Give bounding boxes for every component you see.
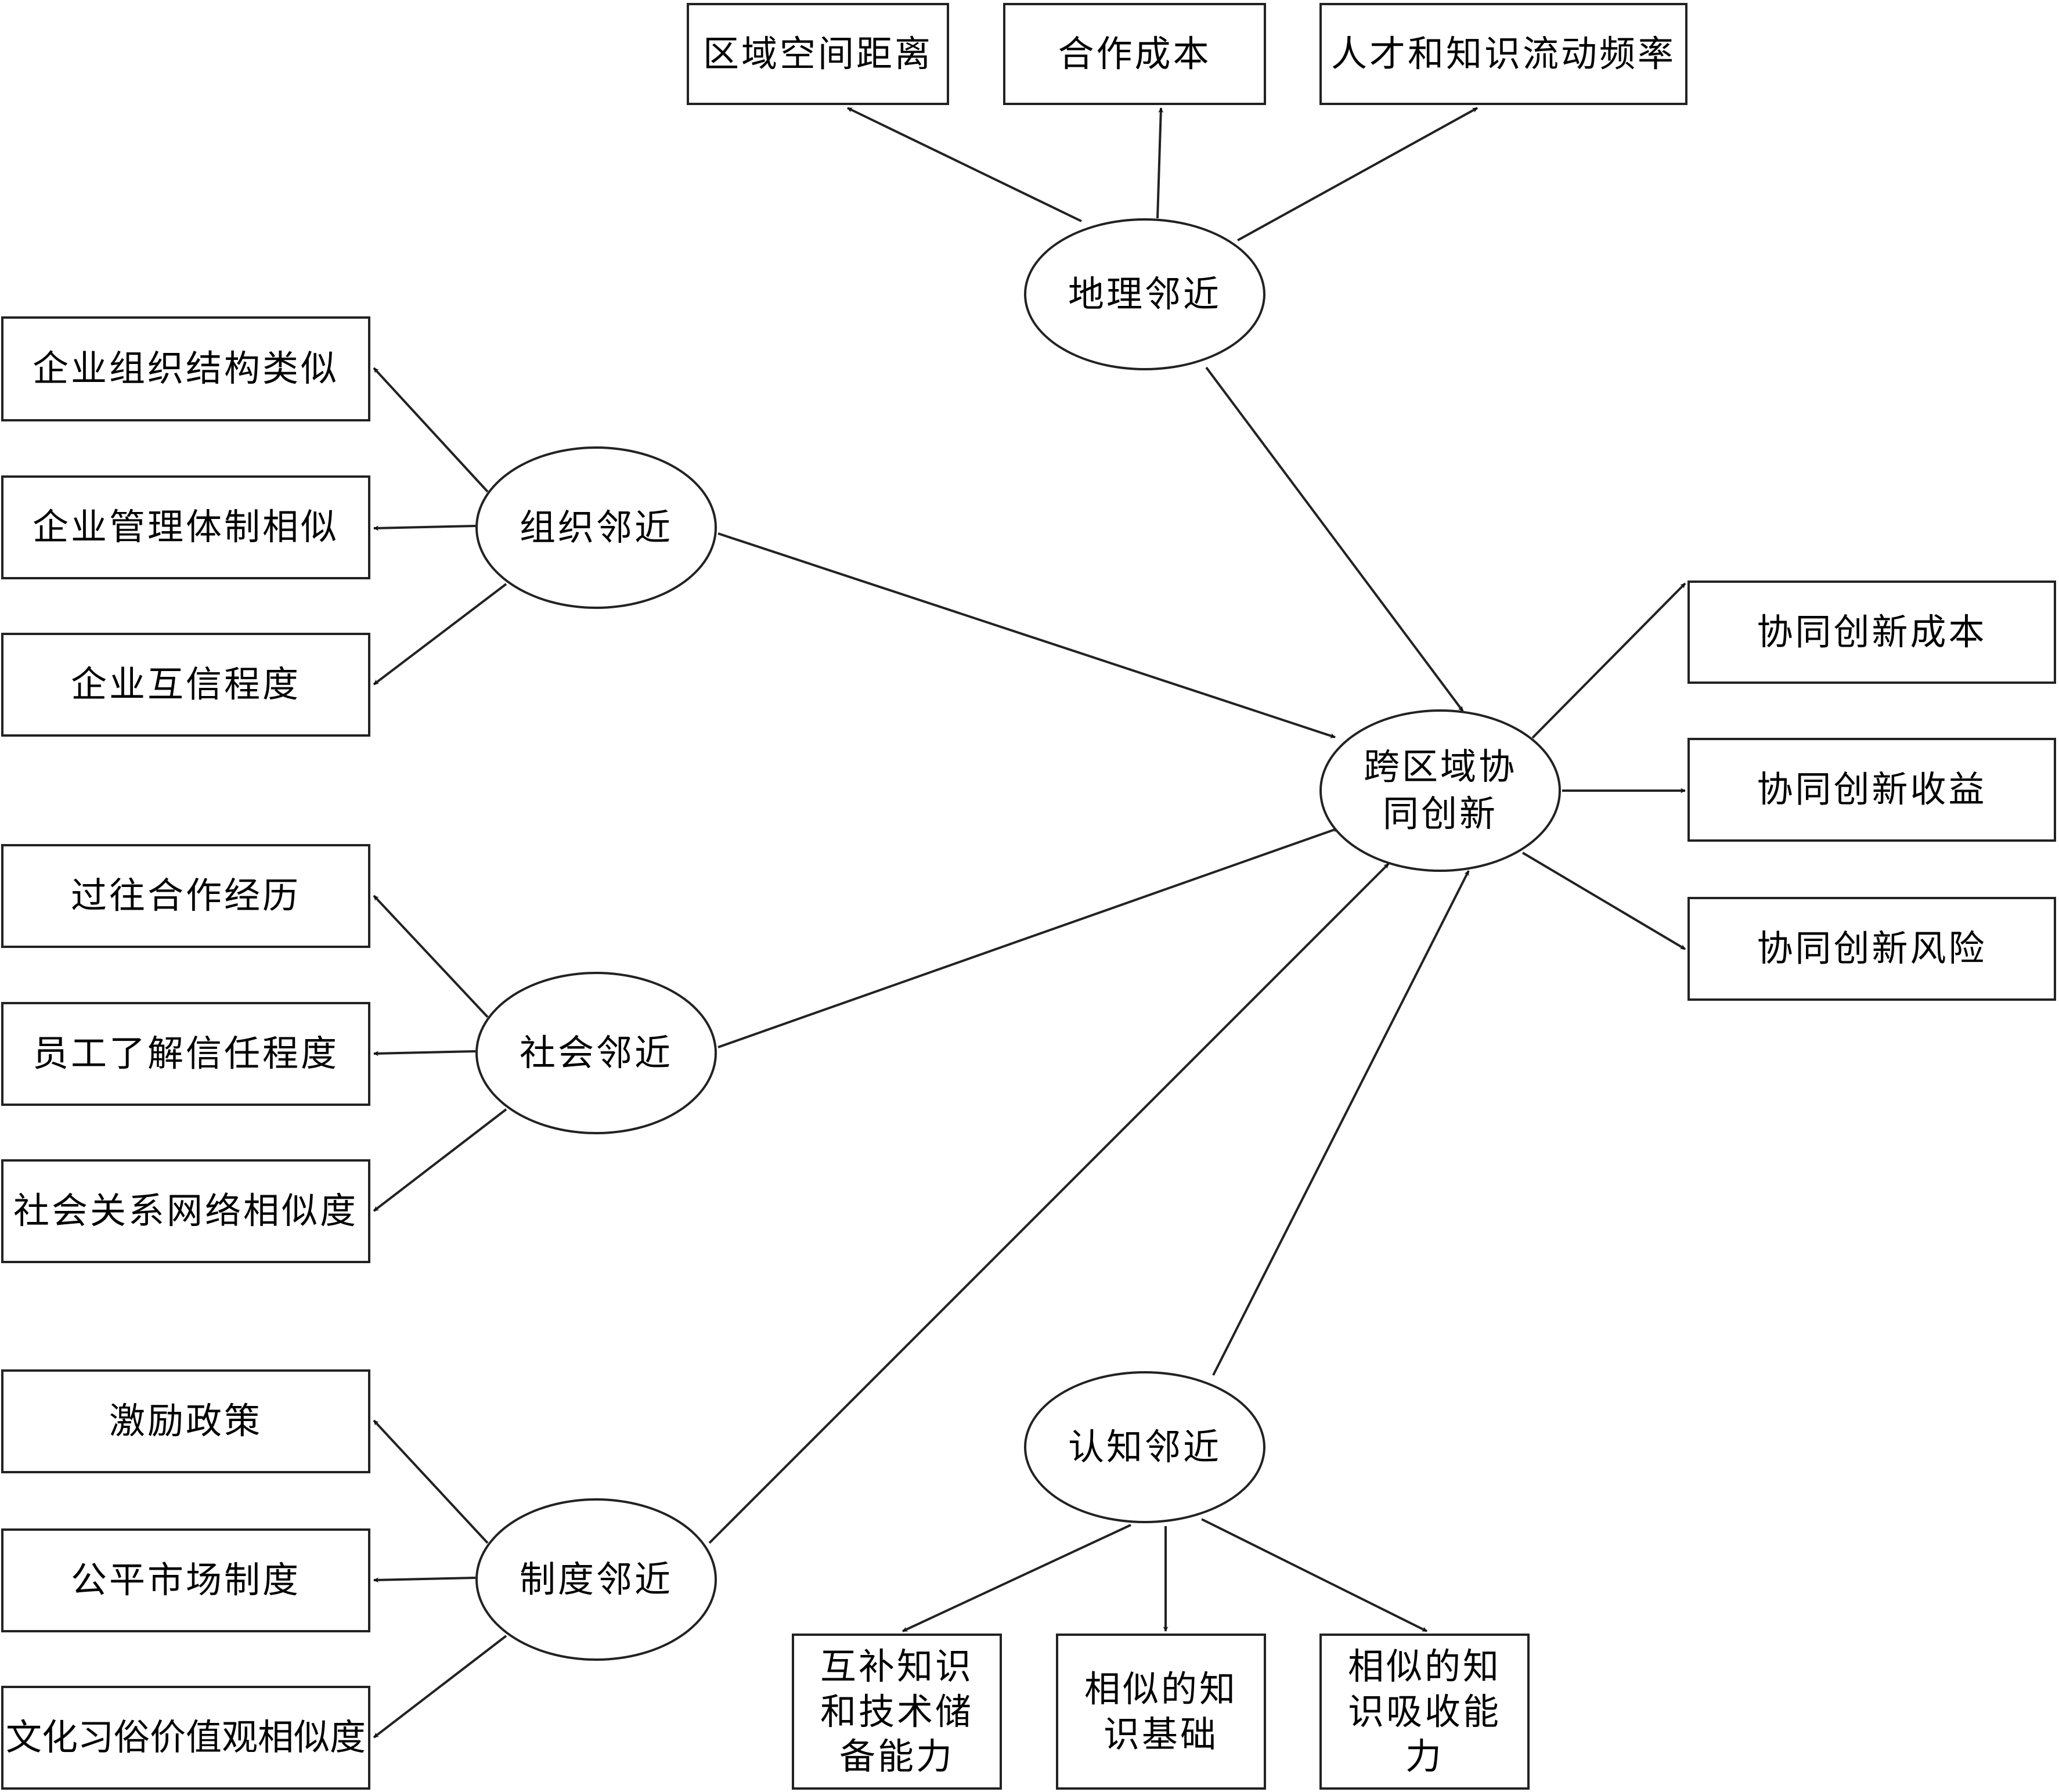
- arrow-center-to-cost: [1531, 582, 1686, 739]
- indicator-box-complementary-knowledge: 互补知识和技术储备能力: [792, 1634, 1002, 1790]
- indicator-box-management-system: 企业管理体制相似: [1, 475, 370, 579]
- indicator-label: 合作成本: [1058, 32, 1211, 75]
- node-institutional-proximity: 制度邻近: [475, 1498, 717, 1661]
- indicator-box-incentive-policy: 激励政策: [1, 1369, 370, 1473]
- arrow-geo-to-distance: [847, 107, 1082, 222]
- outcome-box-benefit: 协同创新收益: [1687, 738, 2056, 842]
- arrow-social-to-employee: [373, 1050, 476, 1057]
- arrow-geo-to-cost: [1156, 107, 1164, 219]
- indicator-label: 公平市场制度: [70, 1559, 301, 1602]
- indicator-box-absorptive-capacity: 相似的知识吸收能力: [1319, 1634, 1530, 1790]
- arrow-org-to-management: [373, 525, 476, 531]
- arrow-org-to-trust: [373, 583, 507, 686]
- node-cognitive-proximity: 认知邻近: [1024, 1371, 1265, 1523]
- arrow-center-to-risk: [1521, 852, 1686, 950]
- arrow-social-to-network: [373, 1108, 507, 1212]
- node-label: 认知邻近: [1068, 1425, 1221, 1468]
- indicator-box-employee-trust: 员工了解信任程度: [1, 1002, 370, 1106]
- arrow-social-to-past: [373, 895, 489, 1018]
- arrow-cog-to-center: [1212, 870, 1470, 1376]
- indicator-label: 相似的知识基础: [1084, 1668, 1238, 1755]
- arrow-org-to-structure: [373, 367, 489, 493]
- arrow-geo-to-talent: [1237, 107, 1478, 241]
- indicator-box-past-cooperation: 过往合作经历: [1, 844, 370, 948]
- indicator-label: 人才和知识流动频率: [1330, 32, 1676, 75]
- outcome-box-risk: 协同创新风险: [1687, 897, 2056, 1001]
- indicator-label: 激励政策: [109, 1400, 262, 1443]
- outcome-box-cost: 协同创新成本: [1687, 580, 2056, 684]
- arrow-cog-to-complementary: [902, 1524, 1131, 1632]
- indicator-label: 相似的知识吸收能力: [1347, 1645, 1501, 1778]
- arrow-social-to-center: [717, 827, 1339, 1048]
- indicator-label: 企业管理体制相似: [32, 506, 339, 549]
- indicator-label: 区域空间距离: [702, 32, 933, 75]
- indicator-box-mutual-trust: 企业互信程度: [1, 633, 370, 737]
- indicator-label: 员工了解信任程度: [32, 1032, 339, 1075]
- node-label: 制度邻近: [519, 1557, 673, 1600]
- outcome-label: 协同创新成本: [1757, 610, 1987, 653]
- outcome-label: 协同创新收益: [1757, 768, 1987, 811]
- arrow-inst-to-center: [708, 863, 1390, 1544]
- node-organizational-proximity: 组织邻近: [475, 446, 717, 609]
- indicator-box-social-network: 社会关系网络相似度: [1, 1159, 370, 1263]
- indicator-box-talent-flow: 人才和知识流动频率: [1319, 3, 1687, 105]
- indicator-label: 企业组织结构类似: [32, 347, 339, 390]
- indicator-label: 社会关系网络相似度: [13, 1189, 358, 1232]
- arrow-org-to-center: [717, 532, 1336, 738]
- arrow-inst-to-market: [373, 1577, 476, 1583]
- arrow-inst-to-incentive: [373, 1419, 489, 1544]
- outcome-label: 协同创新风险: [1757, 927, 1987, 970]
- indicator-label: 互补知识和技术储备能力: [820, 1645, 973, 1778]
- indicator-label: 过往合作经历: [70, 874, 301, 917]
- indicator-box-spatial-distance: 区域空间距离: [687, 3, 949, 105]
- indicator-box-culture-values: 文化习俗价值观相似度: [1, 1686, 370, 1790]
- node-label: 跨区域协同创新: [1363, 745, 1517, 835]
- node-social-proximity: 社会邻近: [475, 972, 717, 1134]
- indicator-label: 文化习俗价值观相似度: [5, 1716, 366, 1759]
- arrow-geo-to-center: [1205, 366, 1464, 712]
- indicator-box-cooperation-cost: 合作成本: [1003, 3, 1266, 105]
- node-geographic-proximity: 地理邻近: [1024, 218, 1265, 370]
- arrow-inst-to-culture: [373, 1635, 507, 1739]
- indicator-box-org-structure: 企业组织结构类似: [1, 316, 370, 421]
- arrow-cog-to-absorptive: [1201, 1518, 1427, 1632]
- node-label: 地理邻近: [1068, 272, 1221, 315]
- node-cross-regional-innovation: 跨区域协同创新: [1319, 709, 1561, 872]
- node-label: 组织邻近: [519, 506, 673, 549]
- indicator-box-similar-knowledge-base: 相似的知识基础: [1056, 1634, 1266, 1790]
- indicator-label: 企业互信程度: [70, 663, 301, 706]
- node-label: 社会邻近: [519, 1031, 673, 1074]
- indicator-box-fair-market: 公平市场制度: [1, 1528, 370, 1632]
